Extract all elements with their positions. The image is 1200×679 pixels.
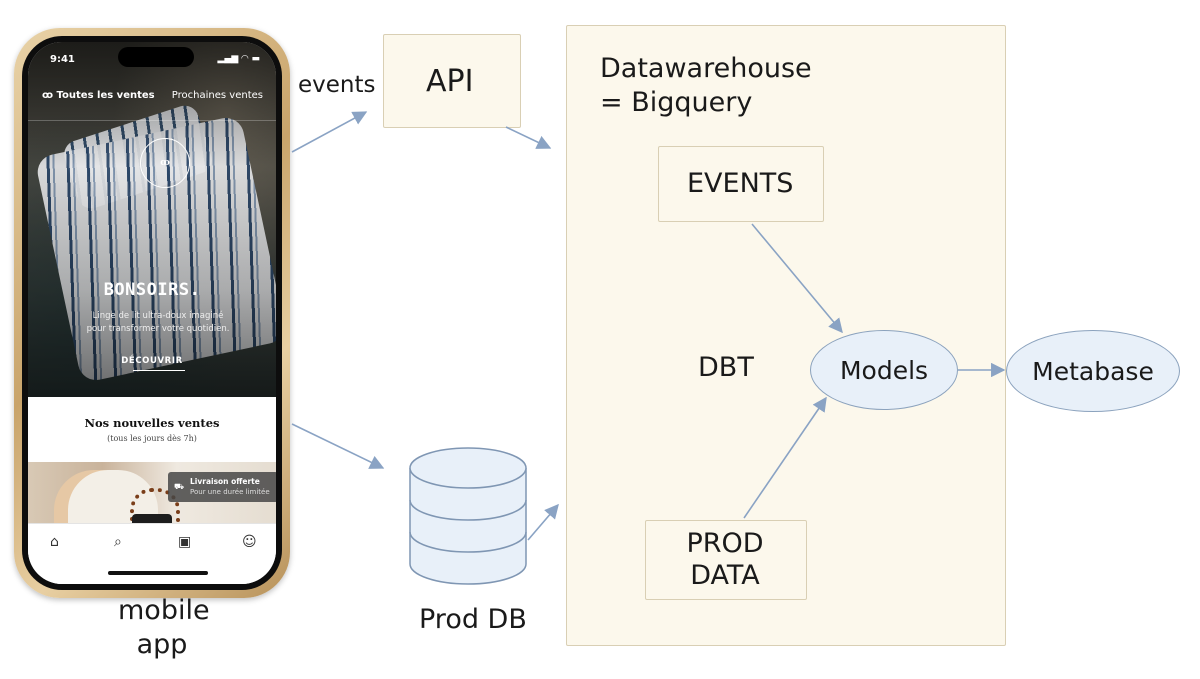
arrow-app-to-api — [291, 111, 368, 153]
phone-bezel: ꝏ 9:41 ▂▄▆ ◠ ▬ ꝏ Toutes les ventes Proch… — [22, 36, 282, 590]
discover-button[interactable]: DÉCOUVRIR — [121, 356, 183, 366]
prod-db-cylinder-icon — [409, 447, 527, 585]
datawarehouse-label: Datawarehouse = Bigquery — [600, 53, 812, 118]
api-label: API — [426, 64, 474, 99]
arrow-api-to-warehouse — [505, 126, 552, 149]
models-node: Models — [810, 330, 958, 410]
metabase-node: Metabase — [1006, 330, 1180, 412]
section-title: Nos nouvelles ventes — [84, 416, 220, 430]
hero-subtitle: Linge de lit ultra-doux imaginé pour tra… — [86, 311, 230, 334]
search-icon[interactable]: ⌕ — [114, 534, 122, 550]
prod-data-box — [645, 520, 807, 600]
arrow-proddata-to-models — [743, 396, 827, 519]
events-label: events — [298, 72, 376, 98]
arrow-proddb-to-warehouse — [527, 503, 559, 541]
prod-db-label: Prod DB — [419, 604, 527, 635]
events-table-label: EVENTS — [687, 168, 794, 199]
phone-notch — [118, 47, 194, 67]
tabs-divider — [28, 120, 276, 121]
arrow-events-to-models — [751, 223, 843, 334]
sales-tabs: ꝏ Toutes les ventes Prochaines ventes Ma — [42, 90, 276, 101]
phone-screen: ꝏ 9:41 ▂▄▆ ◠ ▬ ꝏ Toutes les ventes Proch… — [28, 42, 276, 584]
tab-toutes-les-ventes[interactable]: ꝏ Toutes les ventes — [42, 90, 155, 101]
discover-underline — [133, 370, 185, 371]
hero-title: BONSOIRS. — [103, 280, 201, 300]
mobile-app-label: mobile app — [118, 595, 210, 660]
events-table-box — [658, 146, 824, 222]
api-box — [383, 34, 521, 128]
hero-shade — [28, 42, 276, 397]
dbt-label: DBT — [698, 352, 754, 383]
bag-strap — [130, 488, 180, 528]
section-subtitle: (tous les jours dès 7h) — [107, 434, 197, 443]
truck-icon: ⛟ — [174, 482, 185, 491]
home-icon[interactable]: ⌂ — [50, 534, 59, 550]
promo-banner[interactable]: ⛟ Livraison offerte Pour une durée limit… — [168, 472, 276, 502]
brand-seal-icon: ꝏ — [140, 138, 190, 188]
bottom-nav: ⌂ ⌕ ▣ ☺ — [28, 523, 276, 584]
metabase-label: Metabase — [1032, 356, 1154, 386]
home-indicator — [108, 571, 208, 575]
bag-icon[interactable]: ▣ — [178, 534, 192, 550]
prod-data-label: PROD DATA — [686, 528, 764, 591]
status-time: 9:41 — [50, 54, 75, 65]
status-icons: ▂▄▆ ◠ ▬ — [217, 54, 260, 64]
profile-icon[interactable]: ☺ — [242, 534, 257, 550]
mobile-phone: ꝏ 9:41 ▂▄▆ ◠ ▬ ꝏ Toutes les ventes Proch… — [14, 28, 290, 598]
models-label: Models — [839, 355, 929, 385]
arrow-app-to-proddb — [291, 423, 385, 469]
tab-prochaines-ventes[interactable]: Prochaines ventes — [171, 90, 263, 101]
